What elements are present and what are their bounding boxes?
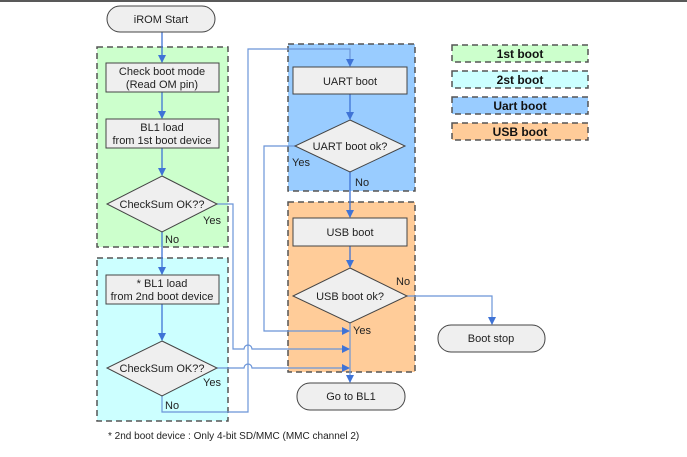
footnote: * 2nd boot device : Only 4-bit SD/MMC (M… [108, 431, 359, 442]
usb-yes-label: Yes [353, 325, 371, 337]
bl1-load-2nd-line2: from 2nd boot device [111, 291, 214, 303]
legend-item-uart-boot: Uart boot [451, 96, 589, 115]
legend-item-usb-boot: USB boot [451, 122, 589, 141]
go-to-bl1-label: Go to BL1 [326, 391, 376, 403]
usb-no-label: No [396, 276, 410, 288]
uart-no-label: No [355, 177, 369, 189]
legend-item-2nd-boot: 2st boot [451, 70, 589, 89]
legend-item-1st-boot: 1st boot [451, 44, 589, 63]
check-boot-mode-line2: (Read OM pin) [126, 79, 198, 91]
checksum-1-no-label: No [165, 234, 179, 246]
node-go-to-bl1: Go to BL1 [296, 382, 406, 411]
usb-boot-ok-label: USB boot ok? [316, 291, 384, 303]
decision-checksum-2: CheckSum OK?? [105, 340, 219, 397]
uart-yes-label: Yes [292, 157, 310, 169]
irom-start-label: iROM Start [134, 14, 188, 26]
uart-boot-ok-label: UART boot ok? [313, 141, 388, 153]
decision-usb-boot-ok: USB boot ok? [291, 267, 409, 324]
legend-label: USB boot [493, 125, 548, 139]
node-irom-start: iROM Start [106, 5, 216, 33]
bl1-load-2nd-line1: * BL1 load [137, 278, 188, 290]
legend: 1st boot 2st boot Uart boot USB boot [451, 44, 589, 141]
bl1-load-1st-line1: BL1 load [140, 122, 183, 134]
edge-uart-yes-to-bl1 [263, 145, 350, 335]
legend-label: 1st boot [497, 47, 544, 61]
node-check-boot-mode: Check boot mode (Read OM pin) [105, 62, 220, 93]
edge-checksum2-yes-to-bl1 [217, 363, 350, 372]
edge-checksum1-yes-to-bl1 [217, 203, 350, 353]
check-boot-mode-line1: Check boot mode [119, 66, 205, 78]
checksum-1-yes-label: Yes [203, 215, 221, 227]
boot-stop-label: Boot stop [468, 333, 514, 345]
checksum-2-label: CheckSum OK?? [120, 363, 205, 375]
legend-label: 2st boot [497, 73, 544, 87]
usb-boot-label: USB boot [326, 227, 373, 239]
checksum-2-yes-label: Yes [203, 377, 221, 389]
decision-checksum-1: CheckSum OK?? [105, 175, 219, 233]
checksum-2-no-label: No [165, 400, 179, 412]
edge-usb-no-to-boot-stop [407, 295, 496, 325]
uart-boot-label: UART boot [323, 76, 377, 88]
node-usb-boot: USB boot [292, 217, 408, 247]
node-bl1-load-2nd: * BL1 load from 2nd boot device [105, 274, 220, 305]
bl1-load-1st-line2: from 1st boot device [112, 135, 211, 147]
checksum-1-label: CheckSum OK?? [120, 199, 205, 211]
node-bl1-load-1st: BL1 load from 1st boot device [105, 118, 220, 149]
node-uart-boot: UART boot [292, 66, 408, 95]
legend-label: Uart boot [493, 99, 546, 113]
edge-checksum2-no-to-uart [161, 48, 354, 413]
node-boot-stop: Boot stop [437, 324, 546, 353]
decision-uart-boot-ok: UART boot ok? [293, 119, 407, 173]
